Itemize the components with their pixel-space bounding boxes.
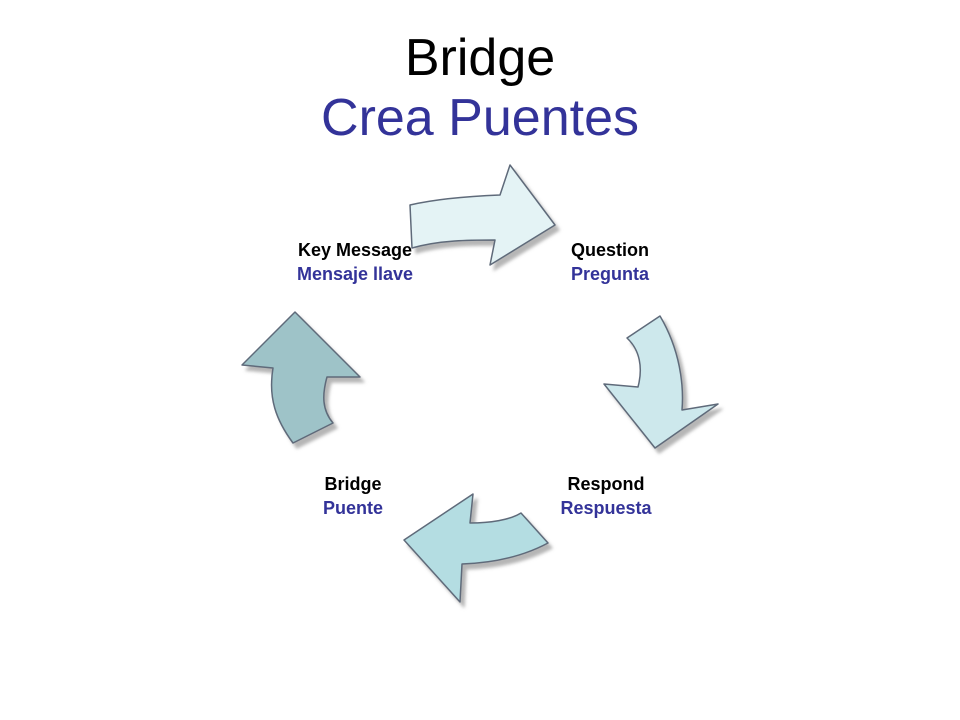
step-key-message-english: Key Message (297, 240, 413, 260)
arrow-right (603, 315, 719, 449)
step-key-message-spanish: Mensaje llave (296, 264, 414, 284)
step-respond: Respond Respuesta (536, 472, 676, 520)
step-respond-spanish: Respuesta (560, 498, 652, 518)
title-spanish: Crea Puentes (321, 89, 639, 147)
step-bridge-spanish: Puente (322, 498, 383, 518)
arrow-top (409, 164, 556, 266)
step-question: Question Pregunta (540, 238, 680, 286)
arrow-left (241, 311, 361, 444)
step-respond-english: Respond (567, 474, 645, 494)
step-question-english: Question (570, 240, 649, 260)
title-english: Bridge (404, 29, 556, 87)
arrow-bottom (403, 493, 549, 603)
step-key-message: Key Message Mensaje llave (270, 238, 440, 286)
slide-title: Bridge Crea Puentes (0, 28, 960, 148)
step-bridge-english: Bridge (324, 474, 382, 494)
step-bridge: Bridge Puente (283, 472, 423, 520)
step-question-spanish: Pregunta (570, 264, 649, 284)
